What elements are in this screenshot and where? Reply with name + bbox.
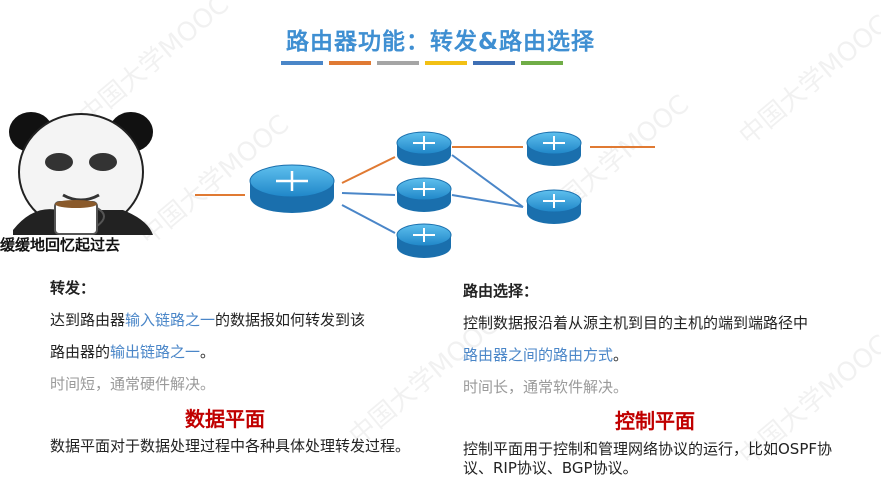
color-bar [377, 61, 419, 65]
routing-heading: 路由选择： [463, 282, 539, 300]
data-plane-description: 数据平面对于数据处理过程中各种具体处理转发过程。 [50, 437, 411, 455]
forwarding-section: 转发： 达到路由器输入链路之一的数据报如何转发到该 路由器的输出链路之一。 时间… [50, 272, 430, 400]
slide-title: 路由器功能：转发&路由选择 [285, 29, 596, 55]
router-icon [396, 131, 452, 166]
routing-line-1: 控制数据报沿着从源主机到目的主机的端到端路径中 [463, 314, 809, 332]
color-bar [281, 61, 323, 65]
panda-meme-image [9, 112, 153, 235]
text-span: 路由器的 [50, 343, 111, 361]
router-icon [396, 177, 452, 212]
color-bar [521, 61, 563, 65]
link-line [341, 192, 396, 196]
control-plane-description: 控制平面用于控制和管理网络协议的运行，比如OSPF协议、RIP协议、BGP协议。 [463, 440, 833, 477]
router-icon [396, 223, 452, 258]
routing-note: 时间长，通常软件解决。 [463, 378, 629, 396]
text-span: 。 [613, 346, 629, 364]
color-bar [329, 61, 371, 65]
routing-line-2: 路由器之间的路由方式。 [463, 339, 873, 371]
router-icon [249, 164, 335, 213]
highlight-output-link: 输出链路之一 [110, 343, 201, 361]
routing-section: 路由选择： 控制数据报沿着从源主机到目的主机的端到端路径中 路由器之间的路由方式… [463, 275, 873, 403]
forwarding-heading: 转发： [50, 279, 96, 297]
router-icon [526, 131, 582, 166]
link-line [451, 194, 524, 208]
control-plane-title: 控制平面 [615, 409, 695, 433]
link-line [341, 204, 396, 234]
color-bar-strip [281, 61, 563, 65]
color-bar [425, 61, 467, 65]
router-network-diagram [195, 131, 655, 258]
data-plane-title: 数据平面 [185, 407, 265, 431]
text-span: 达到路由器 [50, 311, 126, 329]
text-span: 。 [200, 343, 216, 361]
color-bar [473, 61, 515, 65]
link-line [451, 154, 524, 208]
text-span: 的数据报如何转发到该 [215, 311, 366, 329]
forwarding-line-1: 达到路由器输入链路之一的数据报如何转发到该 [50, 304, 430, 336]
meme-caption: 缓缓地回忆起过去 [0, 236, 121, 254]
link-line [341, 156, 396, 184]
forwarding-note: 时间短，通常硬件解决。 [50, 375, 216, 393]
highlight-routing-method: 路由器之间的路由方式 [463, 346, 614, 364]
router-icon [526, 189, 582, 224]
forwarding-line-2: 路由器的输出链路之一。 [50, 336, 430, 368]
highlight-input-link: 输入链路之一 [125, 311, 216, 329]
